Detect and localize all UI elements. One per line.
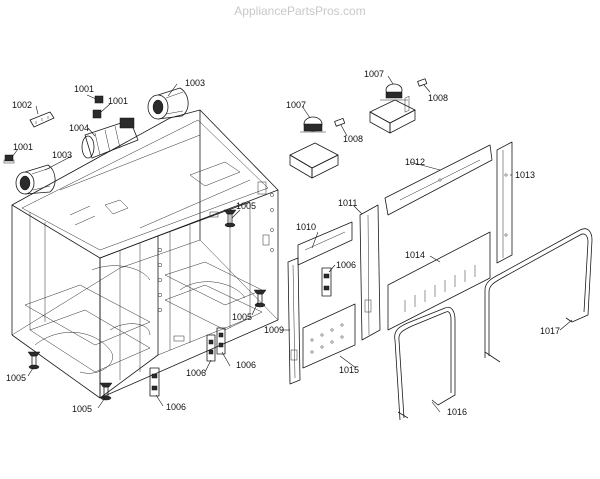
part-1005-foot-a — [223, 209, 237, 228]
callout-labels: 1002 1001 1003 1001 1001 1004 1003 1007 … — [6, 69, 560, 417]
callout-1014: 1014 — [405, 250, 425, 260]
callout-1013: 1013 — [515, 170, 535, 180]
part-1005-foot-d — [99, 382, 113, 401]
part-1017-heating-element — [484, 228, 593, 363]
part-1003-blower-top — [147, 87, 189, 120]
callout-1005-upper: 1005 — [236, 201, 256, 211]
callout-1008-lower: 1008 — [343, 134, 363, 144]
callout-1009: 1009 — [264, 325, 284, 335]
callout-1005-bottom: 1005 — [72, 404, 92, 414]
part-1015-back-plate — [302, 303, 356, 369]
part-1008-connector-lower — [334, 118, 346, 127]
part-1006-bracket-d — [149, 367, 160, 397]
part-1007-fan-assembly-upper — [369, 83, 416, 134]
leader-lines — [11, 75, 573, 413]
callout-1007-lower: 1007 — [286, 100, 306, 110]
part-1008-connector-upper — [417, 78, 428, 87]
callout-1006-center-b: 1006 — [236, 360, 256, 370]
callout-1017: 1017 — [540, 326, 560, 336]
callout-1006-center-a: 1006 — [186, 368, 206, 378]
part-1001-clip-left — [3, 154, 15, 164]
part-1002-bracket — [29, 111, 55, 128]
callout-1015: 1015 — [339, 365, 359, 375]
callout-1003-left: 1003 — [52, 150, 72, 160]
part-1001-clip-top-a — [94, 95, 104, 104]
part-1012-top-panel — [384, 144, 493, 216]
part-1006-bracket-c — [216, 327, 226, 355]
part-1004-motor — [81, 117, 139, 159]
part-1005-foot-b — [253, 289, 267, 308]
part-1014-heat-shield — [387, 95, 491, 331]
callout-1007-upper: 1007 — [364, 69, 384, 79]
callout-1003-top: 1003 — [185, 78, 205, 88]
callout-1016: 1016 — [447, 407, 467, 417]
callout-1005-mid: 1005 — [232, 312, 252, 322]
callout-1012: 1012 — [405, 157, 425, 167]
callout-1001-top-a: 1001 — [74, 84, 94, 94]
callout-1002: 1002 — [12, 100, 32, 110]
part-1001-clip-top-b — [92, 109, 102, 119]
part-1013-side-rail — [496, 141, 513, 264]
part-1009-bracket — [287, 257, 301, 385]
callout-1011: 1011 — [338, 198, 357, 208]
callout-1008-upper: 1008 — [428, 93, 448, 103]
part-1016-heating-element — [394, 306, 456, 421]
callout-1006-bottom: 1006 — [166, 402, 186, 412]
callout-1001-top-b: 1001 — [108, 96, 128, 106]
part-1006-bracket-b — [206, 334, 216, 362]
callout-1006-right: 1006 — [336, 260, 356, 270]
part-1007-fan-assembly-lower — [289, 116, 339, 179]
callout-1010: 1010 — [296, 222, 316, 232]
part-1005-foot-c — [27, 351, 41, 370]
callout-1001-left: 1001 — [13, 142, 33, 152]
watermark-text: AppliancePartsPros.com — [234, 4, 365, 18]
part-1003-blower-left — [15, 164, 56, 195]
oven-cavity-frame — [11, 109, 279, 399]
callout-1005-left: 1005 — [6, 373, 26, 383]
callout-1004: 1004 — [69, 123, 89, 133]
part-1011-panel — [359, 204, 381, 341]
part-1006-bracket-a — [321, 267, 332, 297]
